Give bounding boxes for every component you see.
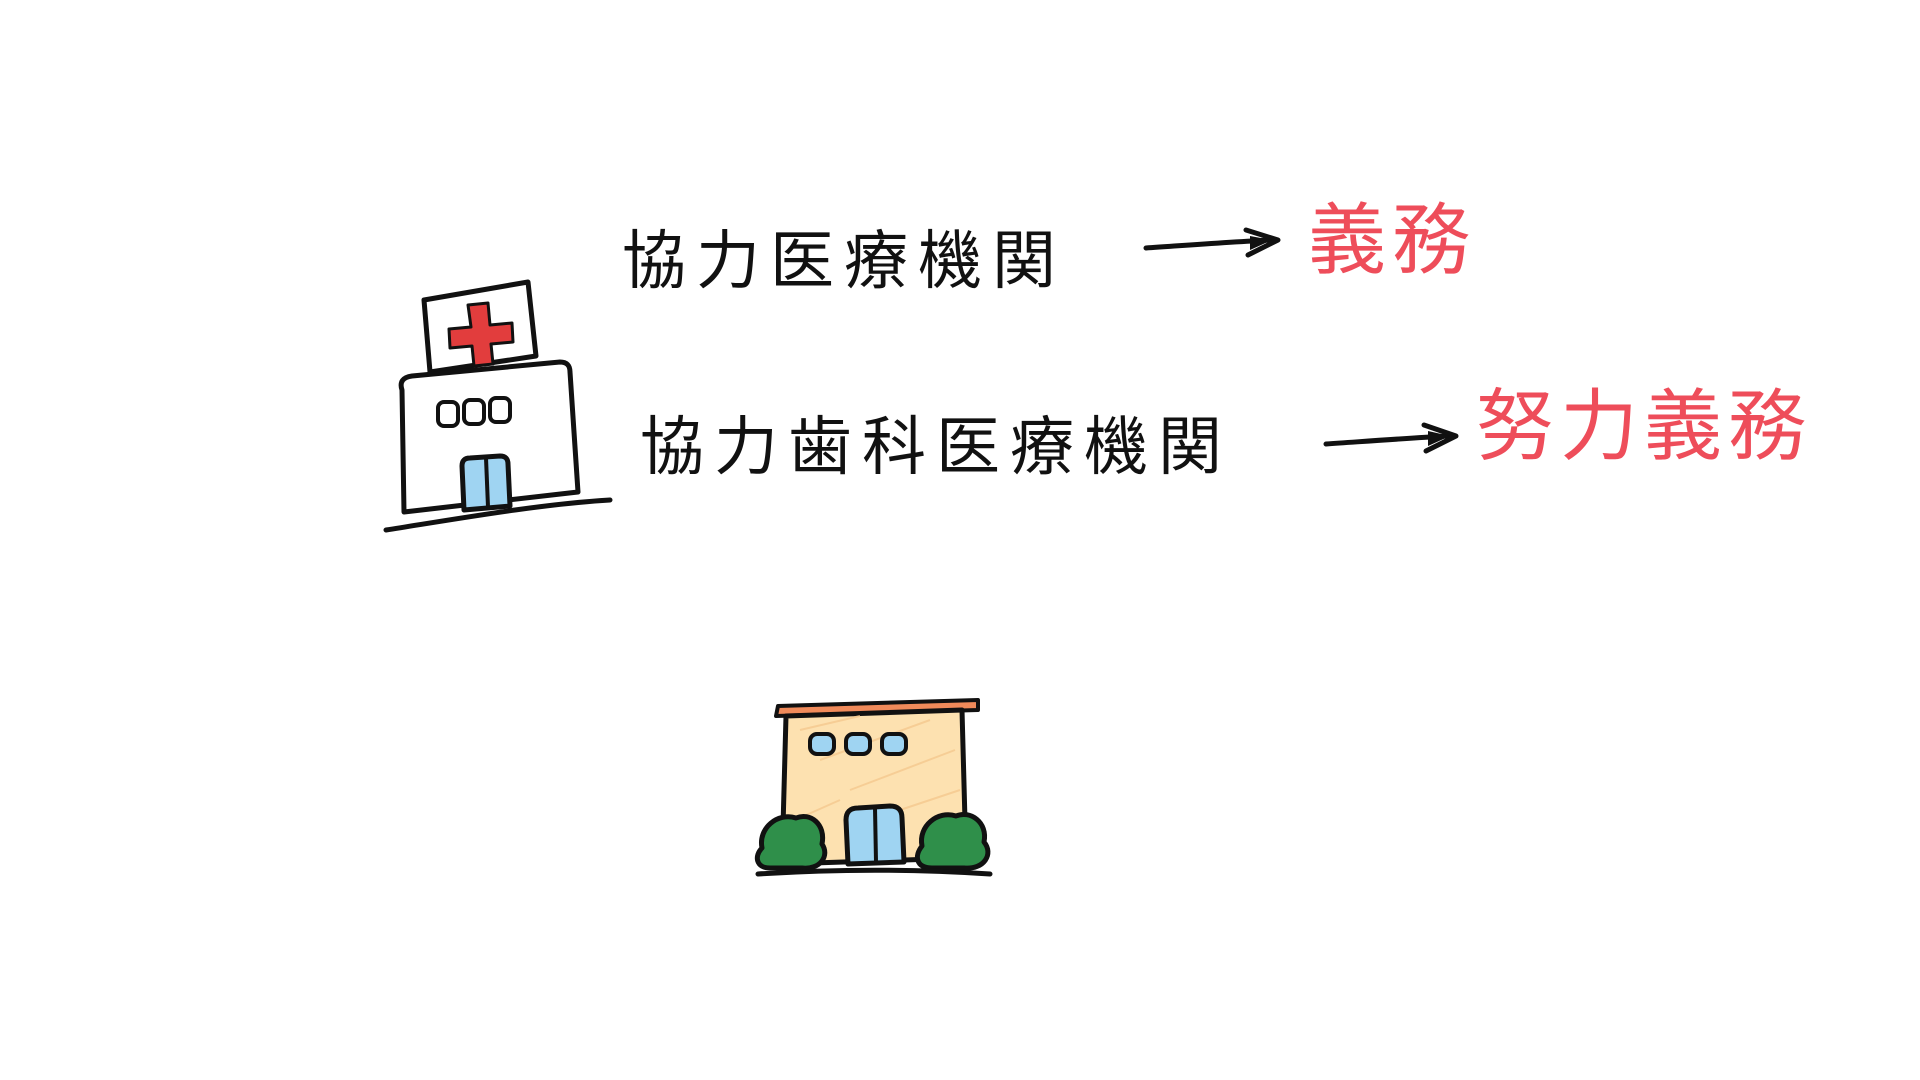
obligation-label: 義務 (1308, 196, 1477, 286)
building-icon (754, 698, 993, 877)
effort-obligation-label: 努力義務 (1476, 382, 1813, 472)
hospital-icon (383, 279, 613, 533)
arrow-row1-icon (1143, 227, 1281, 258)
coop-dental-institution-label: 協力歯科医療機関 (640, 411, 1232, 485)
arrow-row2-icon (1323, 422, 1459, 454)
coop-medical-institution-label: 協力医療機関 (622, 225, 1066, 299)
